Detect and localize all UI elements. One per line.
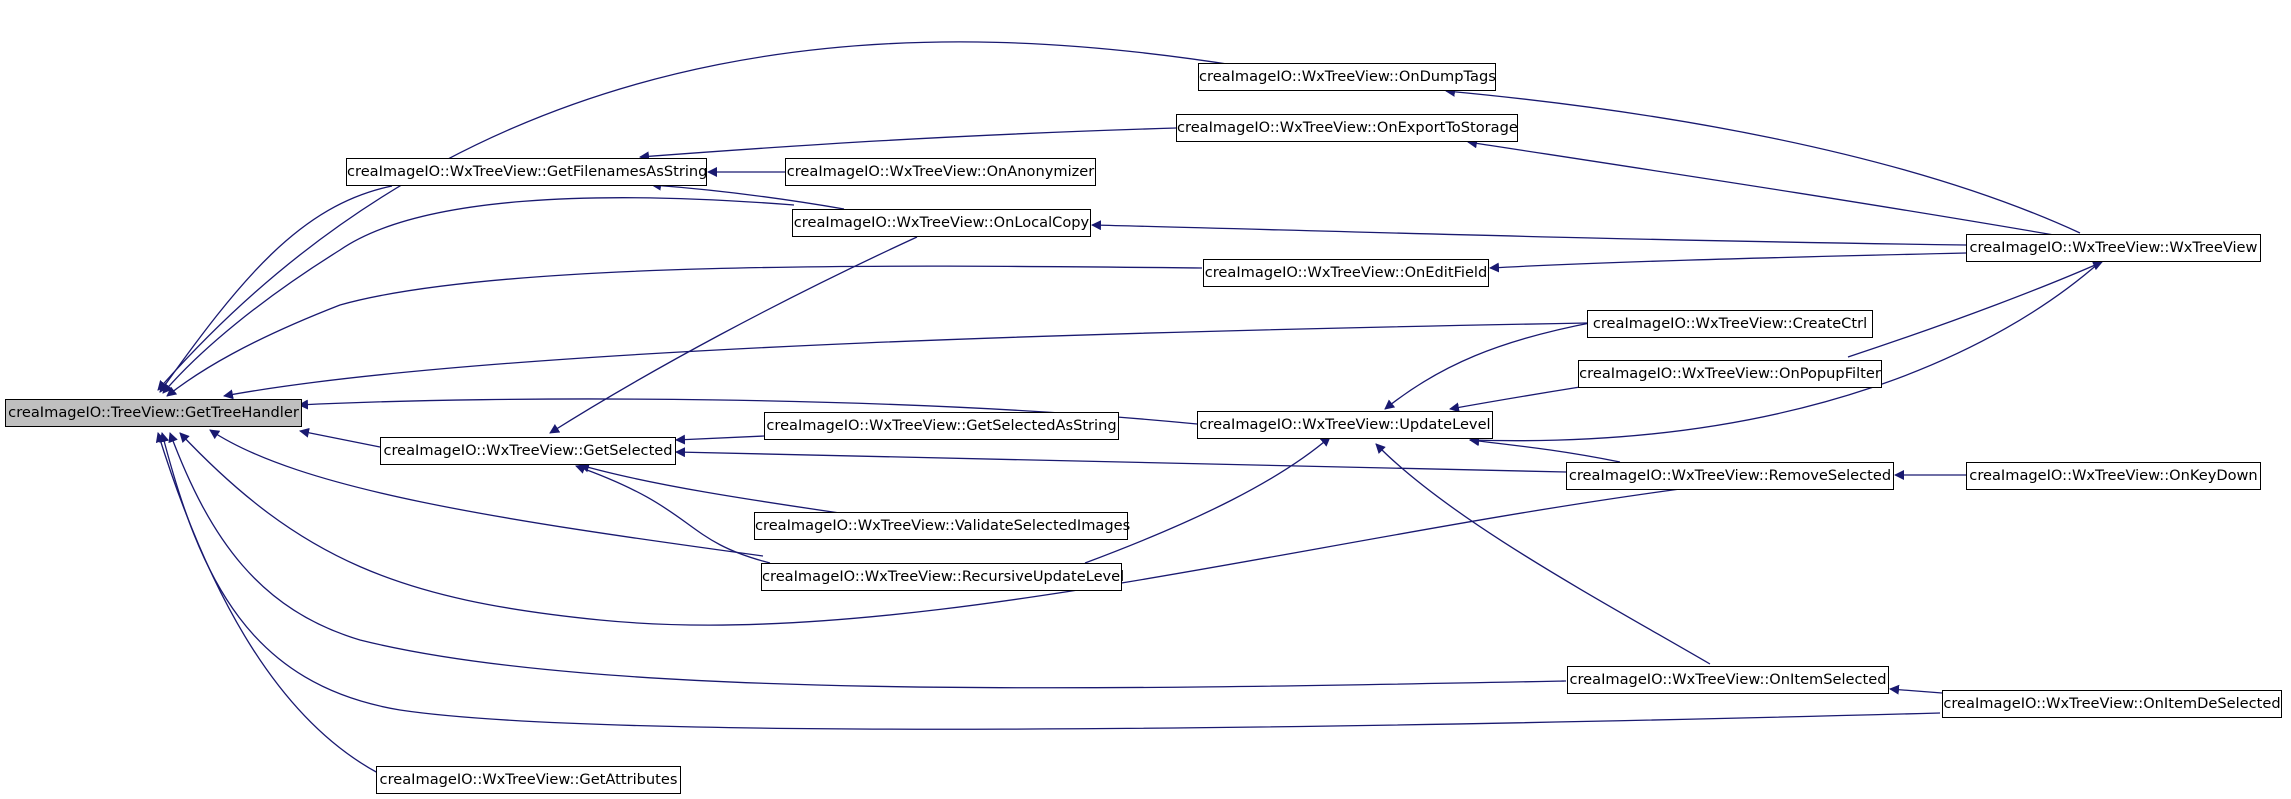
edge-validateselectedimages-to-getselected bbox=[579, 462, 861, 517]
edge-recursiveupdatelevel-to-gettreehandler bbox=[209, 429, 764, 557]
node-getselected[interactable]: creaImageIO::WxTreeView::GetSelected bbox=[380, 437, 676, 465]
node-updatelevel[interactable]: creaImageIO::WxTreeView::UpdateLevel bbox=[1197, 411, 1493, 439]
edge-wxtreeview-to-updatelevel bbox=[1469, 261, 2101, 446]
edge-onitemselected-to-updatelevel bbox=[1375, 443, 1711, 665]
node-gettreehandler[interactable]: creaImageIO::TreeView::GetTreeHandler bbox=[5, 399, 302, 427]
edge-wxtreeview-to-oneditfield bbox=[1489, 252, 1967, 273]
node-getattributes[interactable]: creaImageIO::WxTreeView::GetAttributes bbox=[376, 766, 681, 794]
edge-onpopupfilter-to-updatelevel bbox=[1449, 386, 1581, 413]
edge-onitemdeselected-to-onitemselected bbox=[1889, 684, 1943, 695]
edge-recursiveupdatelevel-to-getselected bbox=[575, 464, 771, 564]
node-onitemdeselected[interactable]: creaImageIO::WxTreeView::OnItemDeSelecte… bbox=[1942, 690, 2282, 718]
edge-onlocalcopy-to-gettreehandler bbox=[162, 197, 795, 394]
node-onlocalcopy[interactable]: creaImageIO::WxTreeView::OnLocalCopy bbox=[792, 209, 1091, 237]
edge-recursiveupdatelevel-to-updatelevel bbox=[1084, 436, 1331, 564]
edge-getselected-to-gettreehandler bbox=[299, 427, 381, 448]
edge-onlocalcopy-to-getfilenamesasstring bbox=[651, 180, 845, 210]
node-validateselectedimages[interactable]: creaImageIO::WxTreeView::ValidateSelecte… bbox=[754, 512, 1130, 540]
edge-onitemdeselected-to-gettreehandler bbox=[159, 432, 1941, 730]
node-getselectedasstring[interactable]: creaImageIO::WxTreeView::GetSelectedAsSt… bbox=[764, 412, 1119, 440]
edge-onexporttostorage-to-getfilenamesasstring bbox=[639, 127, 1177, 162]
edge-oneditfield-to-gettreehandler bbox=[166, 265, 1203, 397]
node-onanonymizer[interactable]: creaImageIO::WxTreeView::OnAnonymizer bbox=[785, 158, 1096, 186]
node-recursiveupdatelevel[interactable]: creaImageIO::WxTreeView::RecursiveUpdate… bbox=[761, 563, 1124, 591]
edge-wxtreeview-to-onexporttostorage bbox=[1467, 138, 2061, 237]
edge-ondumptags-to-gettreehandler bbox=[157, 41, 1241, 391]
edge-removeselected-to-getselected bbox=[675, 447, 1567, 473]
node-onexporttostorage[interactable]: creaImageIO::WxTreeView::OnExportToStora… bbox=[1176, 114, 1518, 142]
edge-getattributes-to-gettreehandler bbox=[155, 432, 379, 774]
node-oneditfield[interactable]: creaImageIO::WxTreeView::OnEditField bbox=[1203, 259, 1489, 287]
edge-wxtreeview-to-onlocalcopy bbox=[1091, 220, 1967, 246]
edge-wxtreeview-to-ondumptags bbox=[1445, 86, 2081, 234]
node-onkeydown[interactable]: creaImageIO::WxTreeView::OnKeyDown bbox=[1966, 462, 2261, 490]
edge-removeselected-to-gettreehandler bbox=[179, 432, 1681, 626]
edge-onpopupfilter-to-wxtreeview bbox=[1847, 261, 2103, 358]
node-removeselected[interactable]: creaImageIO::WxTreeView::RemoveSelected bbox=[1566, 462, 1894, 490]
node-wxtreeview[interactable]: creaImageIO::WxTreeView::WxTreeView bbox=[1966, 234, 2261, 262]
node-ondumptags[interactable]: creaImageIO::WxTreeView::OnDumpTags bbox=[1198, 63, 1496, 91]
node-onpopupfilter[interactable]: creaImageIO::WxTreeView::OnPopupFilter bbox=[1578, 360, 1882, 388]
edge-createctrl-to-gettreehandler bbox=[223, 322, 1588, 400]
node-onitemselected[interactable]: creaImageIO::WxTreeView::OnItemSelected bbox=[1567, 666, 1889, 694]
edge-onlocalcopy-to-getselected bbox=[549, 236, 918, 434]
edge-onitemselected-to-gettreehandler bbox=[168, 432, 1567, 689]
node-getfilenamesasstring[interactable]: creaImageIO::WxTreeView::GetFilenamesAsS… bbox=[346, 158, 707, 186]
edge-getfilenamesasstring-to-gettreehandler bbox=[159, 185, 393, 393]
node-createctrl[interactable]: creaImageIO::WxTreeView::CreateCtrl bbox=[1587, 310, 1873, 338]
edge-createctrl-to-updatelevel bbox=[1384, 321, 1596, 410]
edge-removeselected-to-updatelevel bbox=[1469, 436, 1621, 463]
edge-getselectedasstring-to-getselected bbox=[675, 434, 765, 445]
